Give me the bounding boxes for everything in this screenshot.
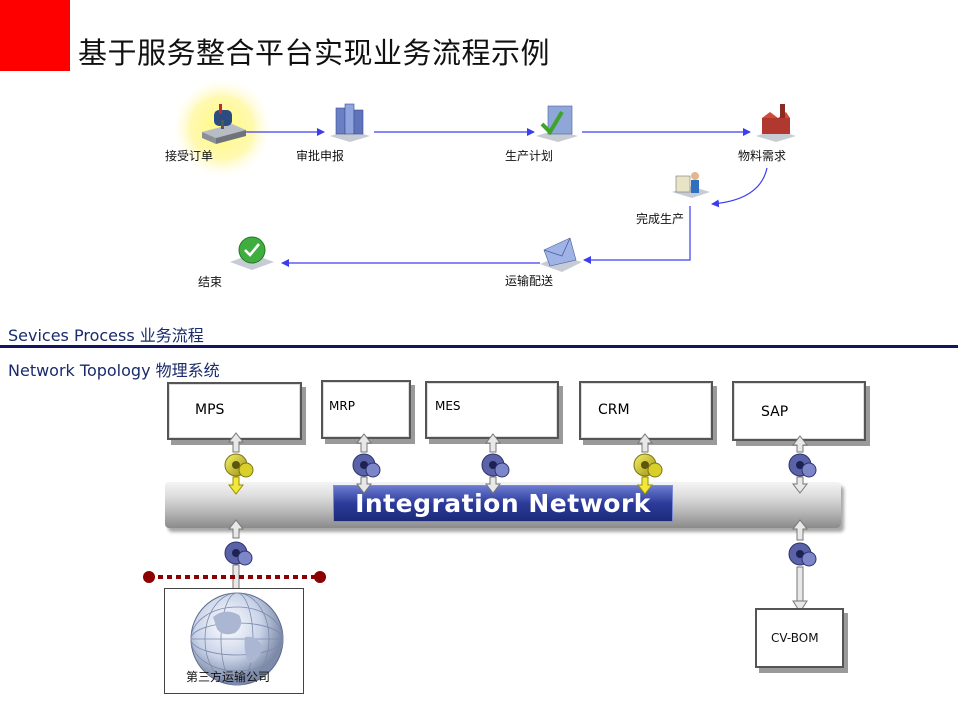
- connector-sap: [791, 435, 809, 494]
- system-label-mrp: MRP: [329, 399, 355, 413]
- connector-mrp: [355, 433, 373, 494]
- step-label-approval: 审批申报: [296, 149, 345, 163]
- system-label-mps: MPS: [195, 402, 225, 418]
- network-topology-heading: Network Topology 物理系统: [8, 361, 220, 380]
- gear-icon-sap: [788, 453, 817, 478]
- system-label-mes: MES: [435, 399, 461, 413]
- step-label-complete-production: 完成生产: [636, 212, 685, 226]
- step-label-end: 结束: [198, 275, 223, 289]
- gear-icon-mps: [224, 453, 254, 478]
- system-label-cv-bom: CV-BOM: [771, 631, 819, 645]
- system-label-crm: CRM: [598, 402, 630, 418]
- step-label-production-plan: 生产计划: [505, 149, 554, 163]
- connector-mps: [227, 432, 245, 495]
- third-party-box: [164, 588, 304, 694]
- connector-crm: [636, 433, 654, 495]
- third-party-label: 第三方运输公司: [186, 670, 271, 684]
- gear-icon-crm: [633, 453, 663, 478]
- worker-icon: [672, 172, 710, 198]
- system-label-sap: SAP: [761, 404, 789, 420]
- connector-mes: [484, 433, 502, 494]
- factory-icon: [756, 104, 796, 142]
- production-plan-icon: [536, 105, 578, 142]
- page-title: 基于服务整合平台实现业务流程示例: [78, 36, 551, 70]
- gear-icon-cv-bom: [788, 542, 817, 567]
- system-box-cv-bom: [755, 608, 844, 668]
- red-accent-block: [0, 0, 70, 71]
- step-label-receive-order: 接受订单: [165, 149, 214, 163]
- system-box-mps: MPS: [167, 382, 302, 440]
- building-icon: [330, 103, 370, 142]
- services-process-heading: Sevices Process 业务流程: [8, 326, 204, 345]
- flow-arrow: [711, 167, 768, 208]
- envelope-icon: [540, 237, 582, 272]
- step-label-material-demand: 物料需求: [738, 149, 787, 163]
- connector-cv-bom: [791, 519, 809, 613]
- check-icon: [230, 236, 274, 270]
- section-divider: [0, 345, 958, 348]
- flow-arrow: [583, 206, 691, 264]
- dotted-boundary-line: [143, 571, 326, 583]
- step-label-delivery: 运输配送: [505, 274, 554, 288]
- gear-icon-third-party: [224, 541, 253, 566]
- globe-icon: [190, 592, 284, 686]
- system-box-sap: SAP: [732, 381, 866, 441]
- mailbox-icon: [202, 104, 246, 144]
- gear-icon-mrp: [352, 453, 381, 478]
- integration-network-label: Integration Network: [333, 485, 673, 522]
- gear-icon-mes: [481, 453, 510, 478]
